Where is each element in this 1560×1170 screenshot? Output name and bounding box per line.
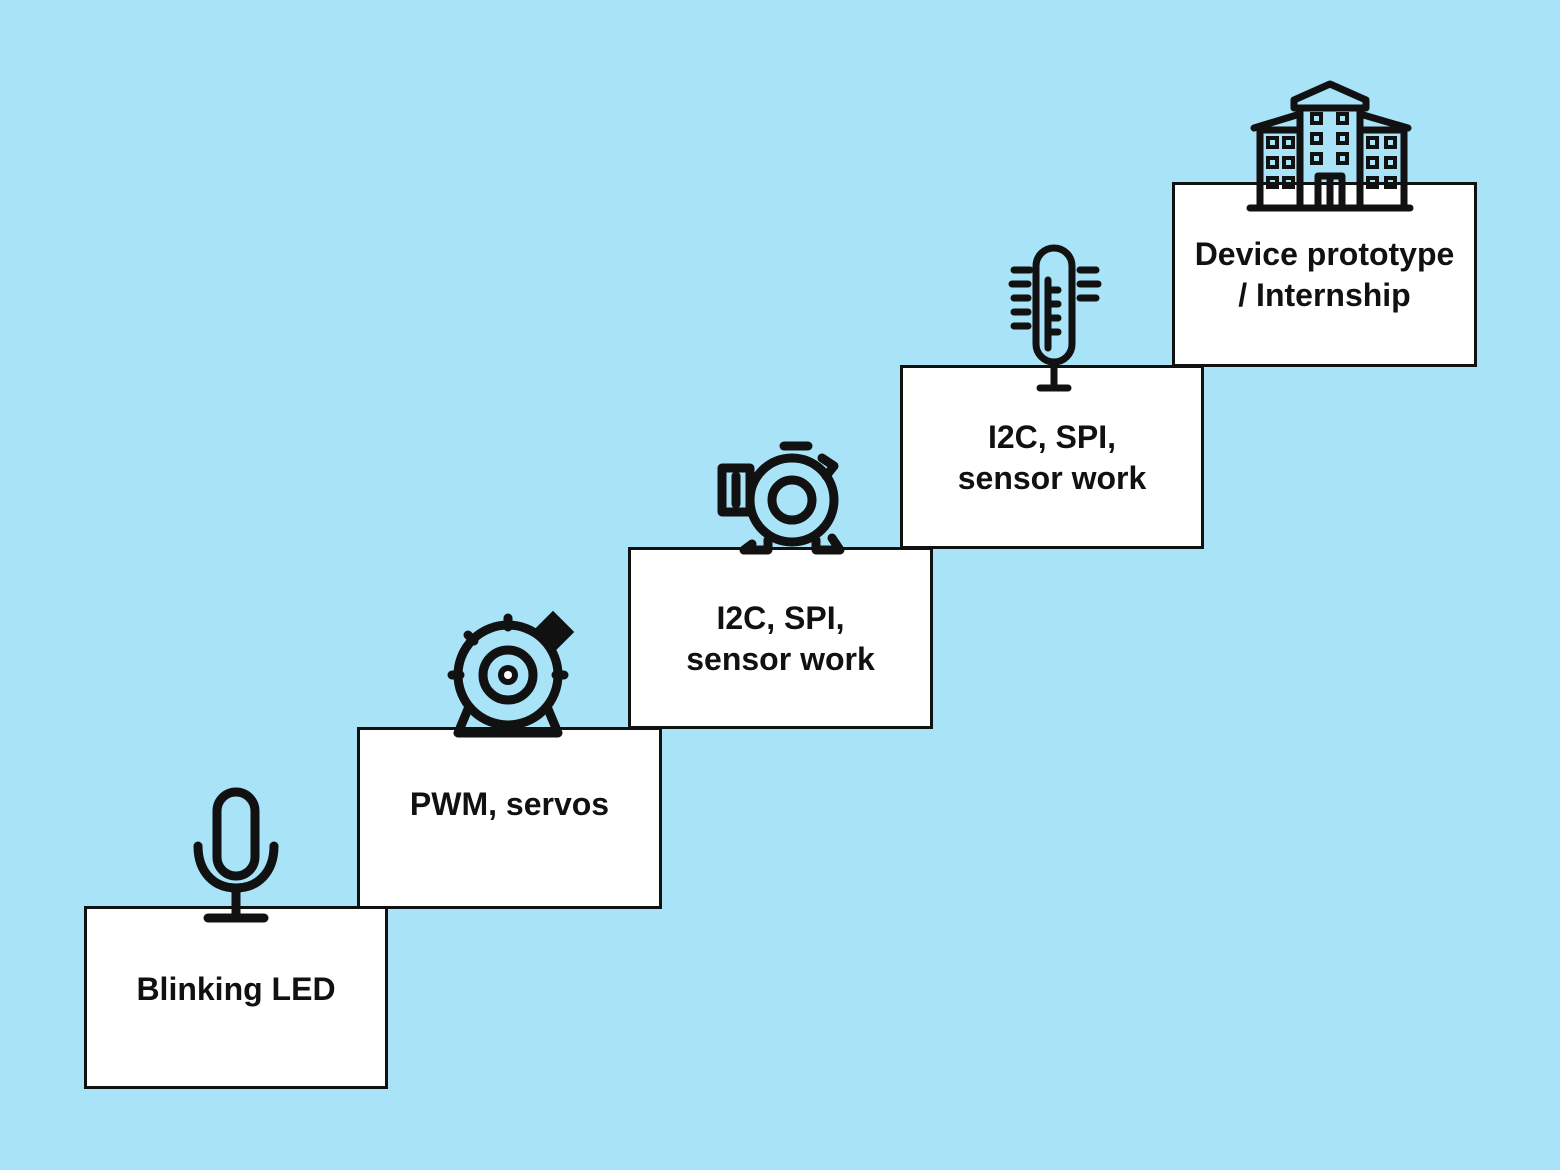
motor-icon [717,441,845,555]
step-5-box: Device prototype / Internship [1172,182,1477,367]
step-2-label: PWM, servos [409,786,610,822]
servo-motor-icon [447,610,575,738]
step-2-box: PWM, servos [357,727,662,909]
microphone-icon [193,787,279,923]
step-3-label: I2C, SPI, sensor work [686,600,875,677]
thermometer-icon [1008,244,1102,392]
step-4-box: I2C, SPI, sensor work [900,365,1204,549]
building-icon [1246,80,1414,212]
step-4-label: I2C, SPI, sensor work [957,419,1147,496]
step-3-box: I2C, SPI, sensor work [628,547,933,729]
step-1-box: Blinking LED [84,906,388,1089]
step-5-label: Device prototype / Internship [1194,236,1455,313]
step-1-label: Blinking LED [136,971,336,1007]
